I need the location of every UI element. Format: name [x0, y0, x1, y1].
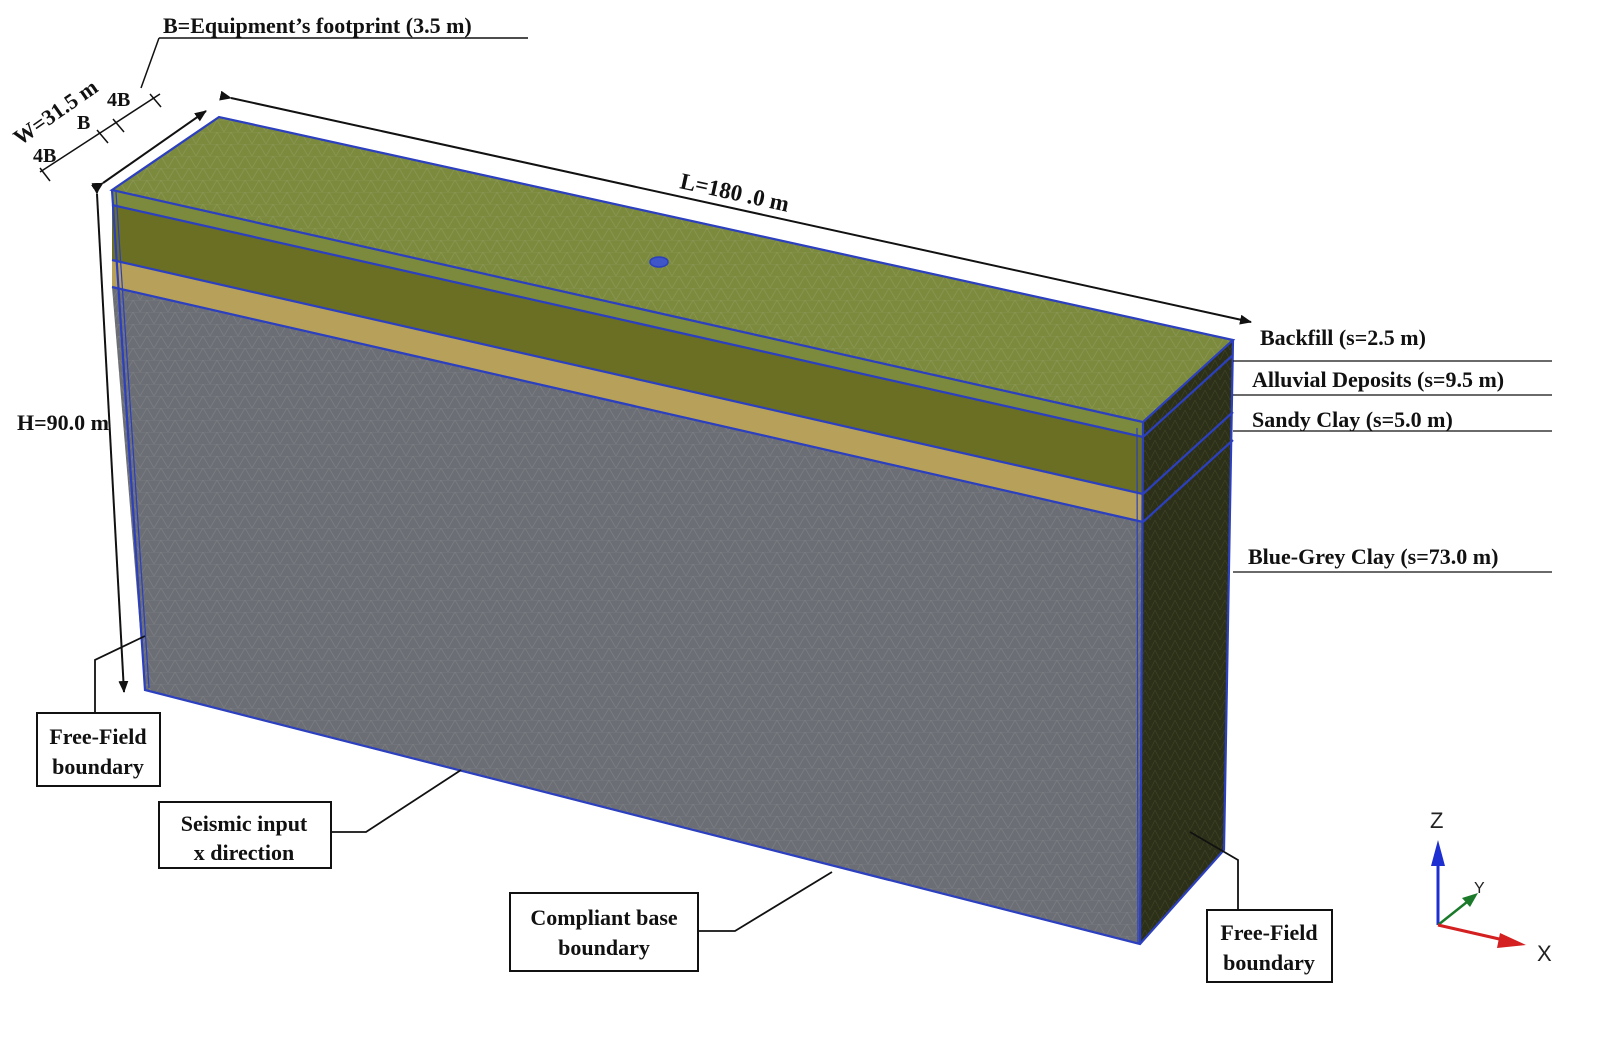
seismic-input-line2: x direction [194, 840, 294, 865]
free-field-right-line2: boundary [1223, 950, 1315, 975]
equipment-marker [649, 256, 669, 268]
axis-y-label: Y [1474, 880, 1485, 897]
seismic-input-line1: Seismic input [181, 811, 308, 836]
label-backfill: Backfill (s=2.5 m) [1260, 325, 1426, 350]
axis-x-label: X [1537, 941, 1552, 966]
free-field-left-line2: boundary [52, 754, 144, 779]
compliant-base-line2: boundary [558, 935, 650, 960]
axis-z-label: Z [1430, 808, 1443, 833]
free-field-left-box [36, 712, 161, 787]
label-blue-grey-clay: Blue-Grey Clay (s=73.0 m) [1248, 544, 1498, 569]
label-alluvial: Alluvial Deposits (s=9.5 m) [1252, 367, 1504, 392]
width-dimension-line [91, 110, 207, 194]
footprint-label: B=Equipment’s footprint (3.5 m) [163, 13, 472, 38]
height-label: H=90.0 m [17, 410, 109, 435]
callouts: Free-Field boundary Seismic input x dire… [36, 635, 1333, 983]
free-field-right-line1: Free-Field [1220, 920, 1317, 945]
compliant-base-box [509, 892, 699, 972]
free-field-left-line1: Free-Field [49, 724, 146, 749]
layer-labels: Backfill (s=2.5 m) Alluvial Deposits (s=… [1233, 325, 1552, 573]
seismic-input-box [158, 801, 332, 869]
height-dimension-line [91, 182, 129, 693]
width-part-4b-front: 4B [33, 145, 56, 167]
axis-triad: Z Y X [1430, 808, 1552, 966]
free-field-right-box [1206, 909, 1333, 983]
width-part-b: B [77, 112, 90, 134]
label-sandy-clay: Sandy Clay (s=5.0 m) [1252, 407, 1453, 432]
layer-sandy-clay [112, 260, 1143, 522]
width-part-4b-back: 4B [107, 89, 130, 111]
compliant-base-line1: Compliant base [530, 905, 678, 930]
length-dimension-line [219, 90, 1252, 325]
